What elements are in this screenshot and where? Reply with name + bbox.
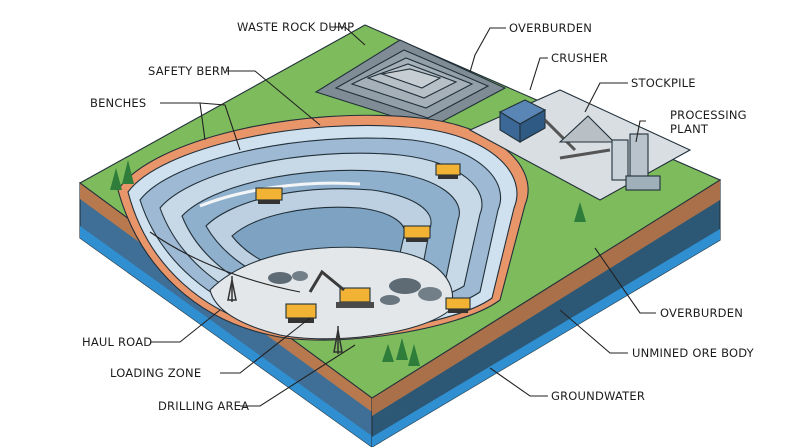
crusher-building <box>498 99 547 143</box>
open-pit <box>117 114 529 341</box>
label-haul-road: HAUL ROAD <box>82 335 152 349</box>
haul-trucks <box>255 163 471 323</box>
excavator <box>308 269 374 308</box>
waste-rock-dump <box>314 39 507 129</box>
right-face-soil <box>372 180 720 416</box>
stockpile-cone <box>558 115 616 143</box>
leader-lines <box>150 26 656 407</box>
label-stockpile: STOCKPILE <box>631 76 696 90</box>
truck-4 <box>285 303 317 323</box>
trees <box>110 160 586 366</box>
label-crusher: CRUSHER <box>551 51 608 65</box>
label-groundwater: GROUNDWATER <box>551 389 645 403</box>
label-safety-berm: SAFETY BERM <box>148 64 230 78</box>
label-overburden-side: OVERBURDEN <box>660 306 743 320</box>
left-groundwater <box>80 226 372 447</box>
label-unmined-ore-body: UNMINED ORE BODY <box>632 346 755 360</box>
ore-piles <box>268 271 442 305</box>
label-processing: PROCESSING <box>670 108 747 122</box>
label-benches: BENCHES <box>90 96 146 110</box>
processing-plant-building <box>611 133 661 191</box>
processing-area <box>468 89 692 201</box>
truck-5 <box>445 297 471 313</box>
label-plant: PLANT <box>670 122 709 136</box>
right-groundwater <box>372 229 720 447</box>
label-overburden-top: OVERBURDEN <box>509 21 592 35</box>
truck-1 <box>255 187 283 204</box>
label-drilling-area: DRILLING AREA <box>158 399 249 413</box>
truck-3 <box>403 225 431 242</box>
labels: WASTE ROCK DUMP OVERBURDEN CRUSHER STOCK… <box>82 20 755 413</box>
truck-2 <box>435 163 461 179</box>
label-loading-zone: LOADING ZONE <box>110 366 201 380</box>
drilling-rigs <box>227 276 343 354</box>
label-waste-rock-dump: WASTE ROCK DUMP <box>237 20 354 34</box>
